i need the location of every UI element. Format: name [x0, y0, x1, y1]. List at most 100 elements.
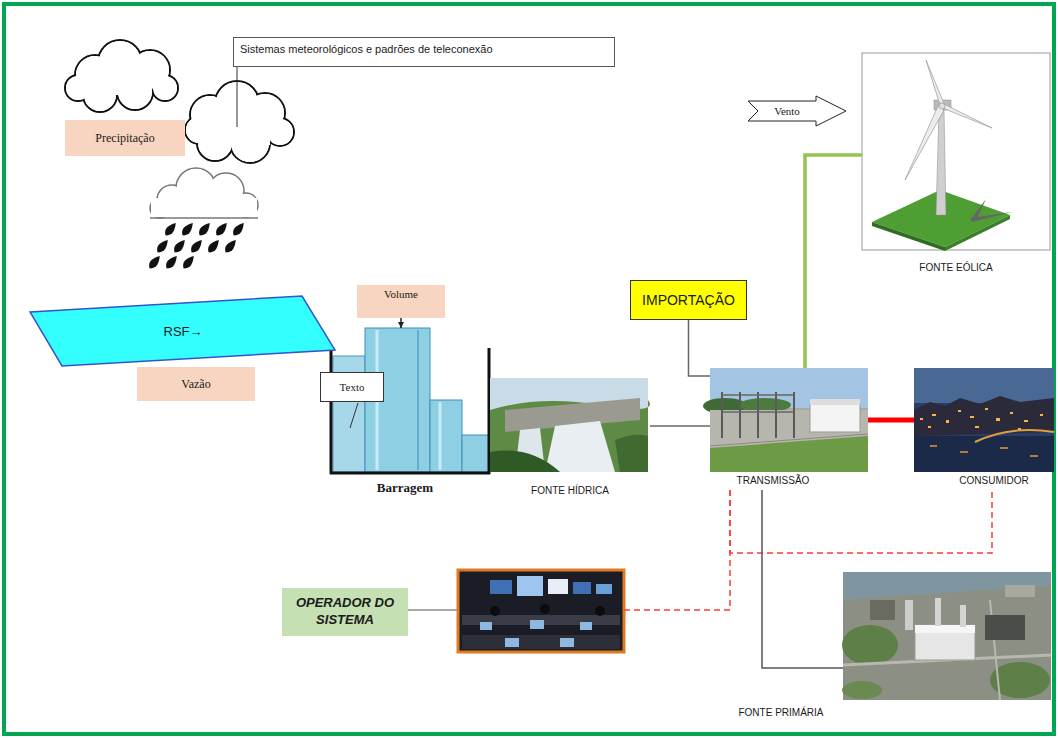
substation-photo [775, 392, 777, 438]
city-photo [914, 368, 1054, 472]
label-box: Vazão [137, 367, 255, 401]
frame [4, 4, 1054, 734]
dam-drawing [462, 435, 489, 472]
power-plant-photo [843, 572, 1051, 700]
rain-cloud [150, 217, 258, 219]
wind-turbine [972, 199, 986, 220]
cloud [66, 41, 177, 111]
rain-drops [231, 221, 247, 238]
wind-turbine [939, 103, 945, 109]
cloud [65, 40, 178, 112]
power-plant-photo [842, 625, 898, 665]
dam: Barragem Texto [318, 328, 492, 503]
caption: OPERADOR DO SISTEMA [282, 588, 408, 636]
control-room-photo [517, 576, 543, 596]
cloud [185, 81, 294, 163]
river-band: RSF→ [28, 294, 338, 369]
power-plant-photo [870, 600, 895, 620]
rain-drops [206, 238, 222, 255]
caption: FONTE PRIMÁRIA [731, 706, 831, 719]
leader-line [237, 67, 238, 127]
control-room-photo [530, 620, 544, 629]
rain-drops [164, 254, 180, 271]
wind-turbine [942, 103, 992, 128]
transmission: TRANSMISSÃO [710, 368, 868, 490]
substation-photo [710, 436, 868, 472]
rain-drops [172, 238, 188, 255]
power-plant-photo [935, 598, 941, 626]
label-box: Precipitação [65, 120, 185, 156]
city-photo [1030, 455, 1038, 457]
rain-drops [189, 238, 205, 255]
wind-arrow: Vento [748, 96, 848, 126]
city-photo [1010, 412, 1013, 414]
substation-photo [710, 368, 868, 472]
rain-cloud [150, 168, 258, 218]
cloud [267, 119, 293, 145]
substation-photo [810, 404, 860, 432]
city-photo [985, 408, 988, 410]
connector [762, 490, 843, 668]
caption: Barragem [318, 480, 492, 497]
power-plant-photo [915, 625, 975, 660]
label-text: IMPORTAÇÃO [642, 292, 735, 308]
city-photo [930, 445, 937, 447]
city-photo [928, 426, 931, 428]
city-photo [996, 418, 1000, 421]
note-box: Sistemas meteorológicos e padrões de tel… [233, 37, 615, 67]
rain-cloud [151, 169, 257, 217]
substation-photo [739, 392, 741, 438]
city-photo [914, 368, 1054, 403]
control-room-photo [560, 638, 574, 647]
dam-drawing [330, 472, 490, 475]
hydro-photo [490, 451, 560, 472]
power-plant-photo [843, 572, 1051, 600]
rain-drops [155, 238, 171, 255]
leader-line [408, 609, 458, 610]
label-text: Precipitação [95, 131, 154, 146]
power-plant-photo [985, 615, 1025, 640]
city-photo [960, 451, 968, 453]
rain-drops [147, 254, 163, 271]
wind-turbine [872, 222, 945, 251]
text-box: Texto [320, 372, 384, 402]
label-text: Volume [384, 288, 418, 300]
control-room-photo [458, 570, 624, 652]
import-box: IMPORTAÇÃO [630, 280, 747, 320]
dam-drawing [330, 348, 333, 474]
city-photo [970, 416, 974, 418]
rain-drops [181, 254, 197, 271]
city-photo [930, 446, 1038, 456]
connector [689, 320, 711, 376]
power-plant-photo [1005, 585, 1035, 597]
power-plant-photo [960, 605, 966, 627]
dam-drawing [439, 402, 442, 470]
control-room-photo [573, 582, 591, 594]
control-room-photo [480, 622, 492, 630]
substation-photo [810, 399, 860, 405]
city-photo [920, 408, 1043, 430]
hydro-photo [545, 421, 615, 472]
rain-drops [223, 238, 239, 255]
river-shape [30, 296, 335, 366]
primary-source: FONTE PRIMÁRIA [843, 572, 1051, 700]
label-text: Vazão [181, 377, 210, 392]
wind-turbine [862, 53, 1050, 250]
hydro-photo [490, 378, 650, 472]
wind-turbine [905, 106, 944, 180]
city-photo [1040, 414, 1043, 416]
connector [805, 155, 862, 368]
hydro-photo [615, 435, 648, 472]
cloud [153, 76, 177, 100]
control-room-photo [596, 584, 612, 594]
city-photo [958, 410, 961, 412]
control-room-photo [580, 622, 592, 630]
caption: TRANSMISSÃO [710, 474, 836, 487]
rain-drops [214, 221, 230, 238]
substation-photo [721, 392, 723, 438]
wind-turbine [862, 53, 1050, 251]
label-text: Sistemas meteorológicos e padrões de tel… [240, 43, 493, 55]
caption: FONTE HÍDRICA [490, 484, 650, 497]
substation-photo [793, 392, 795, 438]
